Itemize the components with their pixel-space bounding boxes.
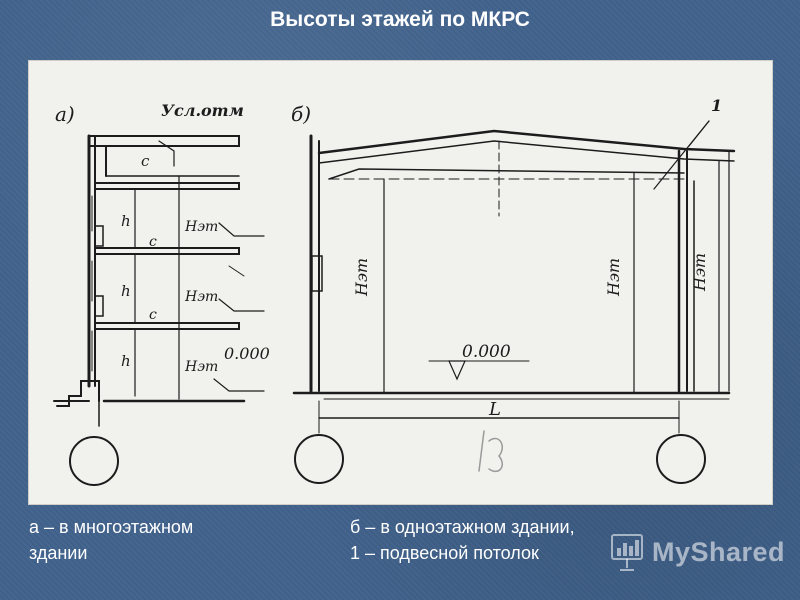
- caption-b: б – в одноэтажном здании, 1 – подвесной …: [350, 514, 650, 566]
- floor-label-h-top: h: [121, 212, 131, 230]
- panel-b-label: б): [291, 102, 311, 126]
- panel-a-label: а): [55, 102, 75, 126]
- floor-label-c-top: c: [141, 152, 150, 170]
- caption-b-line1: б – в одноэтажном здании,: [350, 517, 575, 537]
- floor-label-h-mid: h: [121, 282, 131, 300]
- slide-title: Высоты этажей по МКРС: [270, 8, 530, 31]
- drawing-figure: а) Усл.отм c h Hэт c h Hэт c h Hэт 0.000…: [29, 61, 772, 504]
- height-label-right: Hэт: [604, 258, 623, 297]
- ceiling-callout-number: 1: [711, 96, 722, 115]
- floor-label-c-mid: c: [149, 234, 157, 250]
- watermark-text: MyShared: [652, 536, 786, 567]
- caption-a: а – в многоэтажном здании: [29, 514, 329, 566]
- level-zero-label-b: 0.000: [462, 342, 511, 362]
- height-label-left: Hэт: [352, 258, 371, 297]
- singlestorey-section: [292, 120, 736, 484]
- floor-label-het-low: Hэт: [184, 359, 218, 375]
- floor-label-c-low: c: [149, 307, 157, 323]
- span-label: L: [488, 399, 501, 420]
- floor-label-het-mid: Hэт: [184, 289, 218, 305]
- drawing-linework: [53, 120, 736, 486]
- height-label-far: Hэт: [690, 253, 709, 292]
- watermark: MyShared: [610, 532, 785, 572]
- bar-chart-icon: [611, 534, 643, 571]
- conditional-level-label: Усл.отм: [161, 101, 244, 120]
- floor-label-h-low: h: [121, 352, 131, 370]
- caption-b-line2: 1 – подвесной потолок: [350, 543, 539, 563]
- caption-a-line1: а – в многоэтажном: [29, 517, 194, 537]
- level-zero-label-a: 0.000: [224, 344, 270, 363]
- multistorey-section: [53, 134, 265, 486]
- caption-a-line2: здании: [29, 543, 88, 563]
- floor-label-het-top: Hэт: [184, 219, 218, 235]
- floor-height-drawing: а) Усл.отм c h Hэт c h Hэт c h Hэт 0.000…: [53, 96, 736, 486]
